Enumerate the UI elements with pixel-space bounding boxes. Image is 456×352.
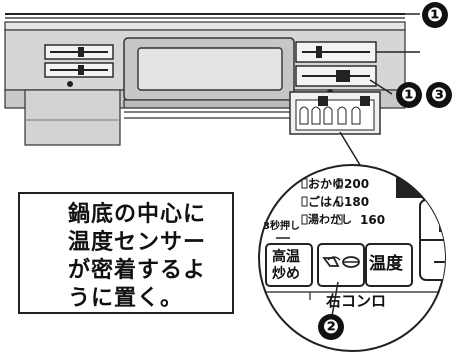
menu-item-name-3: 湯わかし — [308, 213, 352, 226]
callout-right-1: ❶ — [396, 82, 422, 108]
warning-line-4: うに置く。 — [68, 286, 184, 311]
warning-line-3: が密着するよ — [68, 258, 207, 283]
menu-item-value-2: 180 — [344, 195, 370, 209]
temperature-button-label: 温度 — [369, 254, 403, 274]
leader-zoom — [331, 281, 339, 317]
menu-item-value-1: 200 — [344, 177, 370, 191]
menu-item-value-3: 160 — [360, 213, 386, 227]
callout-zoom: ❷ — [318, 314, 344, 340]
leader-right-2 — [369, 79, 393, 95]
high-temp-stirfry-button-line-1: 高温 — [272, 249, 300, 265]
callout-top-label: ❶ — [426, 4, 444, 26]
callout-right-3: ❸ — [426, 82, 452, 108]
callout-right-3-label: ❸ — [430, 84, 448, 106]
callout-zoom-label: ❷ — [322, 316, 340, 338]
high-temp-stirfry-button-line-2: 炒め — [272, 266, 300, 282]
grill-window — [123, 37, 295, 119]
warning-box — [18, 192, 234, 314]
mini-panel — [289, 91, 381, 135]
callout-right-1-label: ❶ — [400, 84, 418, 106]
zoom-circle — [258, 164, 446, 352]
right-controls — [295, 41, 377, 95]
warning-line-1: 鍋底の中心に — [68, 202, 207, 227]
pot-icon — [322, 256, 360, 268]
menu-item-name-1: おかゆ — [308, 177, 345, 191]
burner-label: 右コンロ — [326, 292, 387, 310]
warning-line-2: 温度センサー — [68, 230, 207, 255]
left-controls — [44, 44, 114, 87]
menu-item-name-2: ごはん — [308, 195, 345, 209]
long-press-label: 3秒押し — [263, 221, 300, 232]
zoom-connector — [339, 131, 361, 166]
callout-top: ❶ — [422, 2, 448, 28]
